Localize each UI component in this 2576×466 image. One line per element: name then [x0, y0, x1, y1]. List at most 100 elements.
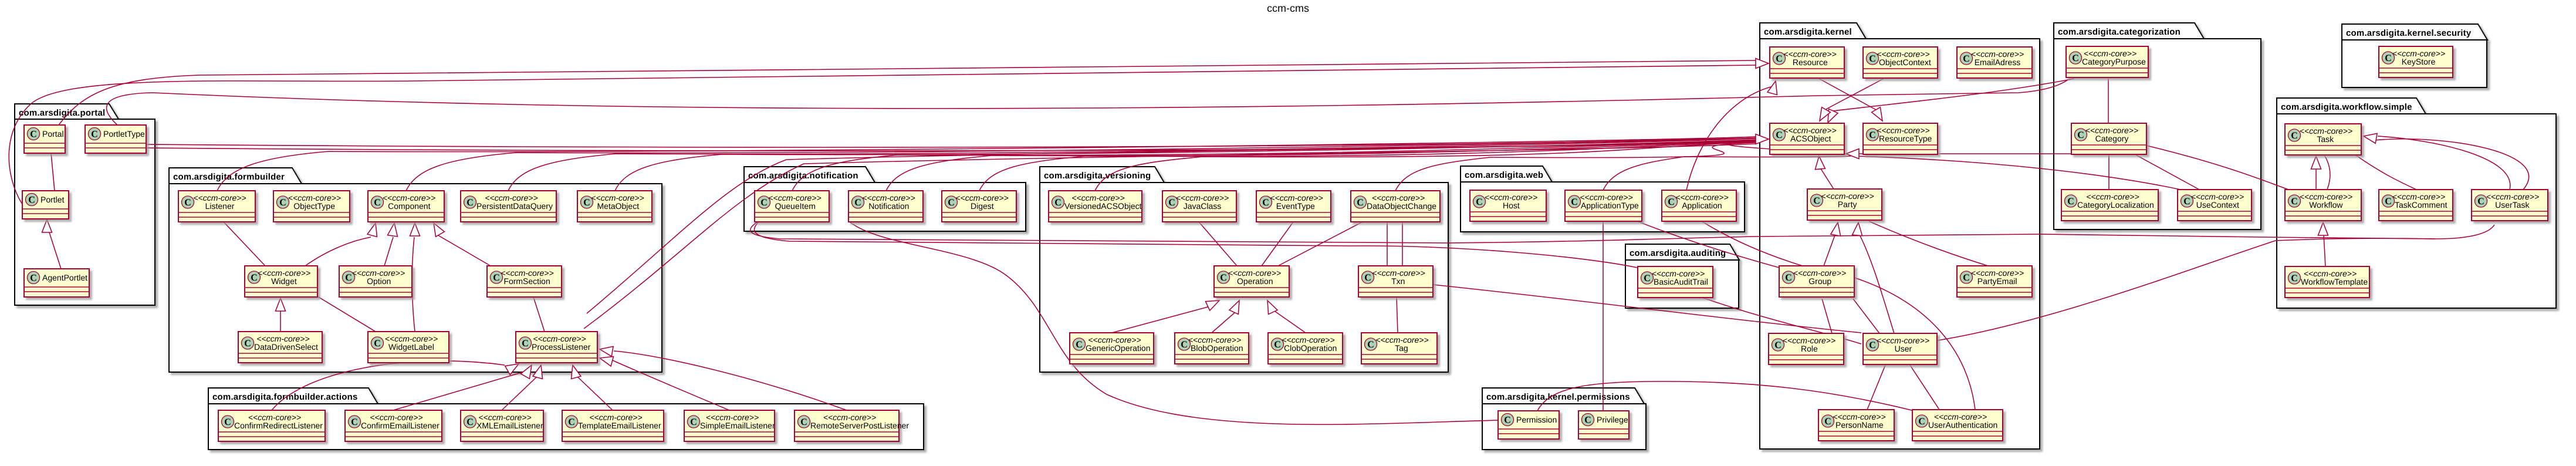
- svg-text:C: C: [279, 198, 286, 208]
- svg-text:Host: Host: [1503, 201, 1520, 210]
- svg-text:Resource: Resource: [1793, 58, 1828, 67]
- svg-text:C: C: [2385, 53, 2392, 63]
- svg-text:UserTask: UserTask: [2495, 200, 2530, 210]
- svg-text:JavaClass: JavaClass: [1184, 201, 1222, 211]
- svg-text:C: C: [1504, 416, 1511, 426]
- svg-text:Group: Group: [1808, 276, 1831, 286]
- svg-text:com.arsdigita.web: com.arsdigita.web: [1465, 170, 1543, 180]
- svg-text:C: C: [2291, 131, 2298, 141]
- svg-text:XMLEmailListener: XMLEmailListener: [476, 421, 543, 430]
- svg-text:com.arsdigita.notification: com.arsdigita.notification: [748, 171, 858, 181]
- svg-text:<<ccm-core>>: <<ccm-core>>: [2304, 269, 2357, 278]
- svg-text:com.arsdigita.formbuilder.acti: com.arsdigita.formbuilder.actions: [212, 392, 358, 402]
- svg-text:<<ccm-core>>: <<ccm-core>>: [485, 193, 537, 202]
- svg-text:C: C: [854, 198, 861, 208]
- svg-text:Portal: Portal: [42, 129, 64, 139]
- svg-text:C: C: [184, 198, 191, 208]
- svg-text:C: C: [466, 417, 474, 427]
- svg-text:com.arsdigita.workflow.simple: com.arsdigita.workflow.simple: [2281, 102, 2412, 112]
- svg-text:C: C: [1076, 340, 1083, 350]
- svg-text:<<ccm-core>>: <<ccm-core>>: [288, 193, 341, 202]
- svg-text:WidgetLabel: WidgetLabel: [388, 342, 434, 352]
- svg-text:ApplicationType: ApplicationType: [1581, 201, 1639, 210]
- svg-text:UseContext: UseContext: [2196, 200, 2239, 210]
- svg-text:KeyStore: KeyStore: [2402, 57, 2436, 66]
- svg-text:C: C: [1869, 340, 1876, 350]
- svg-text:<<ccm-core>>: <<ccm-core>>: [1652, 269, 1705, 278]
- svg-text:DataDrivenSelect: DataDrivenSelect: [254, 342, 318, 352]
- svg-text:CategoryLocalization: CategoryLocalization: [2077, 200, 2154, 210]
- svg-text:C: C: [493, 273, 500, 283]
- svg-text:com.arsdigita.portal: com.arsdigita.portal: [19, 108, 105, 118]
- svg-text:C: C: [1220, 273, 1227, 283]
- svg-text:<<ccm-core>>: <<ccm-core>>: [352, 268, 405, 278]
- svg-text:<<ccm-core>>: <<ccm-core>>: [1228, 268, 1281, 278]
- svg-text:<<ccm-core>>: <<ccm-core>>: [2191, 192, 2244, 201]
- svg-text:<<ccm-core>>: <<ccm-core>>: [1783, 126, 1836, 135]
- svg-text:C: C: [30, 273, 37, 283]
- svg-text:com.arsdigita.kernel.security: com.arsdigita.kernel.security: [2346, 28, 2472, 38]
- svg-text:<<ccm-core>>: <<ccm-core>>: [1793, 268, 1846, 278]
- svg-text:C: C: [1776, 54, 1783, 64]
- svg-text:<<ccm-core>>: <<ccm-core>>: [2392, 49, 2445, 58]
- svg-text:EventType: EventType: [1276, 201, 1315, 211]
- svg-text:<<ccm-core>>: <<ccm-core>>: [1282, 335, 1334, 345]
- svg-text:C: C: [91, 130, 98, 140]
- svg-text:com.arsdigita.formbuilder: com.arsdigita.formbuilder: [173, 172, 285, 182]
- svg-text:<<ccm-core>>: <<ccm-core>>: [256, 334, 309, 343]
- svg-text:CategoryPurpose: CategoryPurpose: [2082, 57, 2146, 66]
- svg-text:<<ccm-core>>: <<ccm-core>>: [1971, 49, 2024, 59]
- svg-text:Party: Party: [1838, 200, 1857, 209]
- svg-text:<<ccm-core>>: <<ccm-core>>: [1783, 336, 1835, 345]
- svg-text:C: C: [1813, 196, 1820, 206]
- svg-text:BasicAuditTrail: BasicAuditTrail: [1654, 277, 1708, 286]
- svg-text:Application: Application: [1682, 201, 1722, 210]
- svg-text:<<ccm-core>>: <<ccm-core>>: [533, 334, 586, 343]
- svg-text:C: C: [2183, 197, 2190, 207]
- svg-text:C: C: [244, 339, 251, 349]
- svg-text:C: C: [1476, 197, 1483, 207]
- svg-text:<<ccm-core>>: <<ccm-core>>: [1485, 193, 1537, 202]
- svg-text:ProcessListener: ProcessListener: [532, 342, 591, 352]
- svg-text:<<ccm-core>>: <<ccm-core>>: [1375, 335, 1428, 345]
- svg-text:<<ccm-core>>: <<ccm-core>>: [706, 413, 759, 422]
- svg-text:Role: Role: [1801, 344, 1818, 353]
- svg-text:<<ccm-core>>: <<ccm-core>>: [823, 413, 876, 422]
- svg-text:<<ccm-core>>: <<ccm-core>>: [1372, 268, 1425, 278]
- svg-text:Category: Category: [2095, 134, 2129, 143]
- svg-text:QueueItem: QueueItem: [775, 201, 816, 211]
- svg-text:C: C: [1181, 340, 1188, 350]
- svg-text:com.arsdigita.versioning: com.arsdigita.versioning: [1044, 171, 1151, 181]
- svg-text:C: C: [568, 417, 575, 427]
- svg-text:RemoteServerPostListener: RemoteServerPostListener: [810, 421, 909, 430]
- svg-text:C: C: [1364, 273, 1371, 283]
- svg-text:BlobOperation: BlobOperation: [1191, 343, 1243, 353]
- svg-text:Listener: Listener: [205, 201, 235, 211]
- svg-text:C: C: [2291, 273, 2298, 283]
- svg-text:ResourceType: ResourceType: [1879, 134, 1932, 143]
- svg-text:<<ccm-core>>: <<ccm-core>>: [1877, 336, 1929, 345]
- svg-text:com.arsdigita.auditing: com.arsdigita.auditing: [1630, 248, 1726, 258]
- svg-text:C: C: [1668, 197, 1675, 207]
- svg-text:<<ccm-core>>: <<ccm-core>>: [2392, 192, 2445, 201]
- svg-text:C: C: [466, 198, 474, 208]
- svg-text:<<ccm-core>>: <<ccm-core>>: [501, 268, 553, 278]
- svg-text:C: C: [1168, 198, 1175, 208]
- svg-text:com.arsdigita.kernel: com.arsdigita.kernel: [1764, 27, 1852, 37]
- svg-text:<<ccm-core>>: <<ccm-core>>: [385, 334, 438, 343]
- svg-text:WorkflowTemplate: WorkflowTemplate: [2301, 277, 2368, 286]
- svg-text:<<ccm-core>>: <<ccm-core>>: [1088, 335, 1141, 345]
- svg-text:<<ccm-core>>: <<ccm-core>>: [591, 193, 644, 202]
- svg-text:Widget: Widget: [271, 276, 297, 286]
- svg-text:Task: Task: [2317, 134, 2334, 144]
- svg-text:C: C: [760, 198, 768, 208]
- svg-text:C: C: [1054, 198, 1061, 208]
- svg-text:ClobOperation: ClobOperation: [1284, 343, 1337, 353]
- svg-text:C: C: [2477, 197, 2484, 207]
- svg-text:<<ccm-core>>: <<ccm-core>>: [2300, 192, 2352, 201]
- svg-text:<<ccm-core>>: <<ccm-core>>: [1675, 193, 1728, 202]
- svg-text:ccm-cms: ccm-cms: [1267, 2, 1309, 14]
- svg-text:Component: Component: [388, 201, 430, 211]
- svg-text:C: C: [1357, 198, 1364, 208]
- svg-text:ObjectType: ObjectType: [293, 201, 335, 211]
